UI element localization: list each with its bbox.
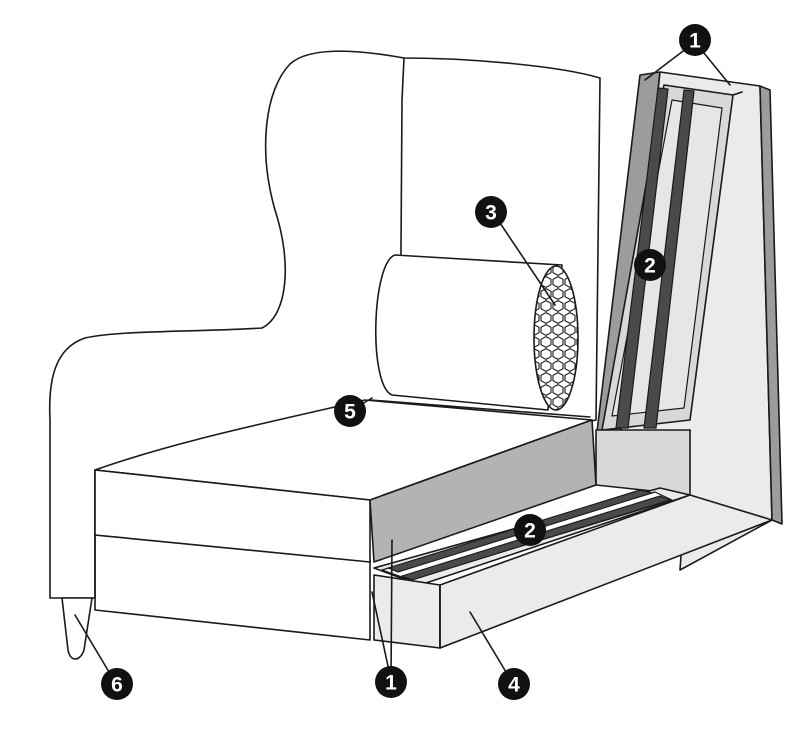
- callout-badge: 2: [634, 249, 666, 281]
- callout-number: 2: [524, 520, 536, 543]
- back-frame: [595, 71, 783, 571]
- leader-line-c4: [469, 611, 513, 683]
- leader-line-c1-bottom-b: [390, 539, 393, 681]
- back-webbing-strap: [643, 89, 695, 429]
- seat-cushion-front: [94, 469, 371, 563]
- callout-circle: [514, 514, 546, 546]
- back-frame-rear-edge: [759, 85, 783, 525]
- callout-circle: [634, 249, 666, 281]
- callout-number: 4: [508, 674, 520, 697]
- foam-bolster: [375, 254, 579, 411]
- cushion-back-edge: [369, 399, 591, 418]
- callout-number: 3: [485, 202, 497, 225]
- callout-number: 1: [385, 672, 397, 695]
- callout-circle: [679, 24, 711, 56]
- seat-frame-back-rail: [595, 429, 691, 496]
- callout-number: 1: [689, 30, 701, 53]
- callout-circle: [498, 668, 530, 700]
- bolster-body: [375, 254, 563, 411]
- callout-circle: [475, 196, 507, 228]
- arm-front-panel: [94, 469, 371, 641]
- callout-badge: 6: [101, 668, 133, 700]
- sofa-leg: [61, 597, 93, 660]
- callout-badge: 4: [498, 668, 530, 700]
- seat-cushion-side: [369, 419, 597, 563]
- seat-frame-front-rail: [373, 574, 441, 649]
- leader-line-c1-bottom-a: [371, 591, 392, 681]
- callout-circle: [375, 666, 407, 698]
- callout-number: 6: [111, 674, 123, 697]
- callout-badge: 1: [375, 666, 407, 698]
- callout-badge: 5: [334, 395, 366, 427]
- callout-number: 2: [644, 255, 656, 278]
- callout-badge: 1: [679, 24, 711, 56]
- callout-circle: [334, 395, 366, 427]
- back-frame-edge-line: [732, 91, 743, 96]
- callout-badge: 3: [475, 196, 507, 228]
- bolster-foam-end: [533, 265, 579, 411]
- callout-number: 5: [344, 401, 356, 424]
- callout-badge: 2: [514, 514, 546, 546]
- callout-circle: [101, 668, 133, 700]
- seat-cushion: [94, 399, 597, 563]
- leader-line-c3: [493, 213, 556, 306]
- callouts: 1 2 3 5 2 6 1 4: [101, 24, 711, 700]
- seat-cushion-top: [94, 399, 593, 501]
